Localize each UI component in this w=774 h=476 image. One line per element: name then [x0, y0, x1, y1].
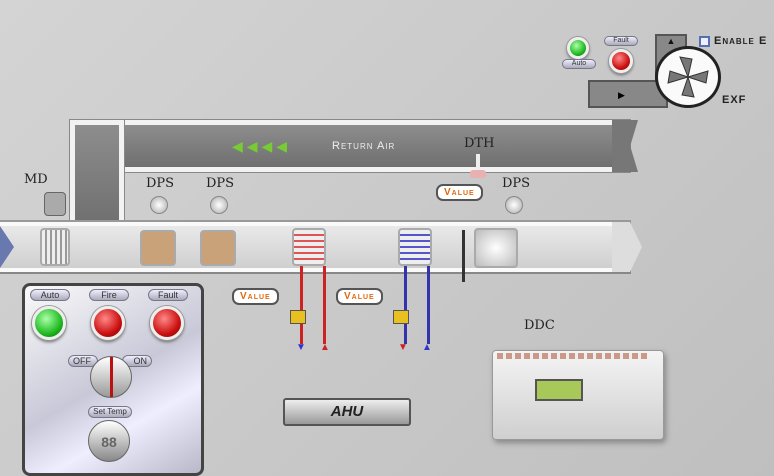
dth-probe	[476, 154, 480, 172]
motorized-damper[interactable]	[40, 228, 70, 266]
return-duct-end	[612, 120, 638, 172]
dth-value: Value	[436, 184, 483, 201]
cool-pipe-return	[427, 266, 430, 344]
return-air-label: Return Air	[332, 140, 396, 152]
heating-valve-value: Value	[232, 288, 279, 305]
humidifier-grid	[462, 230, 465, 282]
off-label: OFF	[68, 355, 98, 367]
ddc-display	[535, 379, 583, 401]
fault-label: Fault	[148, 289, 188, 301]
fire-label: Fire	[89, 289, 129, 301]
ddc-terminals	[497, 353, 647, 359]
set-temp-label: Set Temp	[88, 406, 132, 418]
dps1-label: DPS	[146, 176, 175, 191]
ahu-nameplate: AHU	[283, 398, 411, 426]
md-label: MD	[24, 172, 48, 187]
arrow-down-icon: ▼	[398, 342, 408, 353]
enable-label: Enable E	[714, 35, 768, 47]
cooling-valve-value: Value	[336, 288, 383, 305]
cooling-coil[interactable]	[398, 228, 432, 266]
auto-label: Auto	[30, 289, 70, 301]
exhaust-duct-horizontal: ▶	[588, 80, 668, 108]
ddc-controller[interactable]	[492, 350, 664, 440]
dps2-label: DPS	[206, 176, 235, 191]
dth-sensor[interactable]	[470, 170, 486, 178]
ddc-label: DDC	[524, 318, 555, 333]
heating-valve[interactable]	[290, 310, 306, 324]
heat-pipe-return	[323, 266, 326, 344]
exhaust-auto-label: Auto	[562, 59, 596, 69]
exhaust-fault-label: Fault	[604, 36, 638, 46]
supply-duct-end	[612, 222, 642, 272]
exhaust-fault-indicator	[609, 49, 633, 73]
arrow-up-icon: ▲	[422, 342, 432, 353]
heating-coil[interactable]	[292, 228, 326, 266]
dth-label: DTH	[464, 136, 495, 151]
bag-filter[interactable]	[200, 230, 236, 266]
exf-label: EXF	[722, 94, 747, 106]
on-off-switch[interactable]	[90, 356, 132, 398]
return-air-duct-riser	[70, 120, 124, 226]
auto-indicator	[32, 306, 66, 340]
damper-actuator-icon	[44, 192, 66, 216]
dps1-sensor[interactable]	[150, 196, 168, 214]
return-air-duct	[70, 120, 630, 172]
supply-fan[interactable]	[474, 228, 518, 268]
set-temp-display[interactable]: 88	[88, 420, 130, 462]
fire-indicator	[91, 306, 125, 340]
arrow-up-icon: ▲	[320, 342, 330, 353]
cool-pipe-supply	[404, 266, 407, 344]
cooling-valve[interactable]	[393, 310, 409, 324]
heat-pipe-supply	[300, 266, 303, 344]
enable-checkbox[interactable]	[699, 36, 710, 47]
dps3-sensor[interactable]	[505, 196, 523, 214]
exhaust-fan-icon[interactable]	[655, 46, 721, 108]
dps2-sensor[interactable]	[210, 196, 228, 214]
exhaust-auto-indicator	[567, 37, 589, 59]
arrow-down-icon: ▼	[296, 342, 306, 353]
dps3-label: DPS	[502, 176, 531, 191]
prefilter[interactable]	[140, 230, 176, 266]
fault-indicator	[150, 306, 184, 340]
return-air-arrows: ◀◀◀◀	[232, 138, 292, 154]
